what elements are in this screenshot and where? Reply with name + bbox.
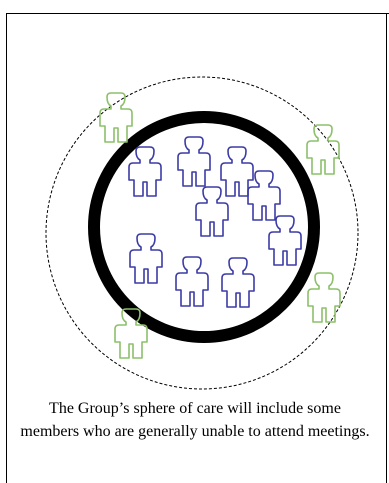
frame-left-border [6, 13, 7, 483]
attending-member-icon [129, 233, 163, 284]
frame-right-border [386, 13, 387, 483]
diagram-caption: The Group’s sphere of care will include … [20, 400, 370, 440]
attending-member-icon [268, 215, 302, 266]
meeting-ring [88, 111, 320, 343]
attending-member-icon [195, 186, 229, 237]
non-attending-member-icon [307, 272, 341, 323]
sphere-of-care-diagram [45, 76, 359, 390]
non-attending-member-icon [99, 92, 133, 143]
attending-member-icon [175, 256, 209, 307]
attending-members-group [128, 136, 302, 308]
attending-member-icon [221, 257, 255, 308]
attending-member-icon [177, 136, 211, 187]
attending-member-icon [128, 146, 162, 197]
sphere-of-care-boundary [45, 76, 359, 390]
frame-top-border [6, 13, 389, 14]
